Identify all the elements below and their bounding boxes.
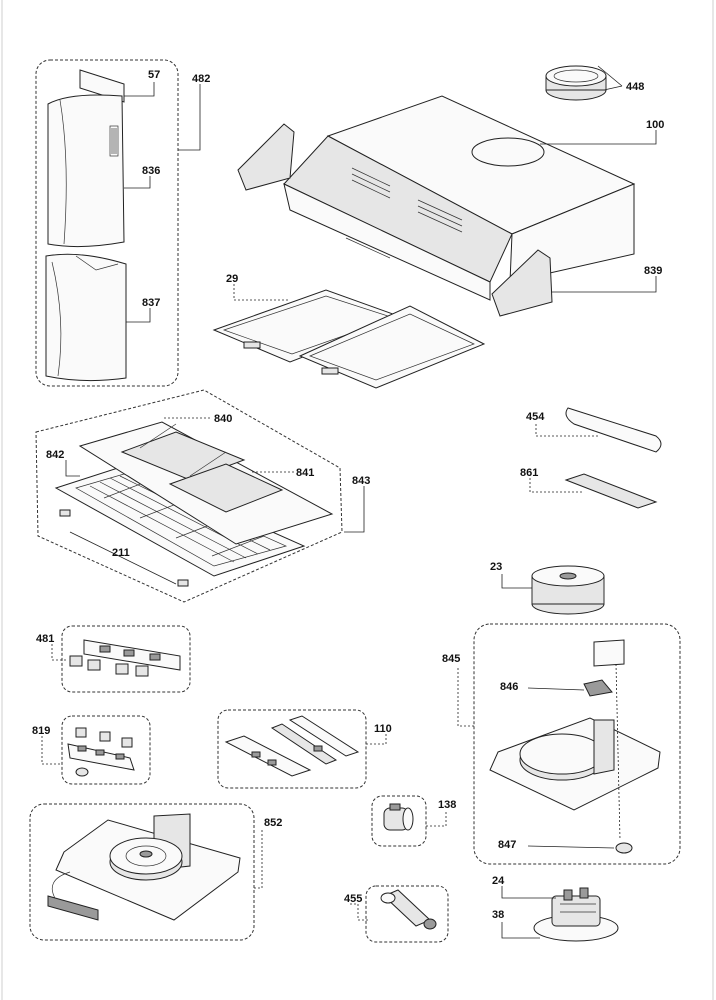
- label-211: 211: [112, 547, 130, 559]
- label-846: 846: [500, 681, 518, 693]
- side-cap-right: [491, 249, 553, 317]
- label-481: 481: [36, 633, 54, 645]
- label-24: 24: [492, 875, 505, 887]
- label-482: 482: [192, 73, 210, 85]
- label-819: 819: [32, 725, 50, 737]
- motor-mount-group: 845 846 847: [442, 623, 681, 865]
- chimney-group: 57 482 836 837: [35, 59, 210, 387]
- bracket-846: [583, 679, 613, 697]
- label-845: 845: [442, 653, 460, 665]
- grease-filters: 29: [212, 273, 486, 389]
- label-847: 847: [498, 839, 516, 851]
- push-button-group: 110: [217, 709, 392, 789]
- label-138: 138: [438, 799, 456, 811]
- hood-grille: [351, 167, 463, 233]
- motor-assembly: 24 38: [492, 875, 619, 942]
- mount-plate: [593, 639, 625, 667]
- label-448: 448: [626, 81, 644, 93]
- lamp-diffuser: 861: [520, 467, 658, 509]
- clip-right: [177, 579, 189, 587]
- label-100: 100: [646, 119, 664, 131]
- label-23: 23: [490, 561, 502, 573]
- label-841: 841: [296, 467, 314, 479]
- label-38: 38: [492, 909, 504, 921]
- label-454: 454: [526, 411, 545, 423]
- label-839: 839: [644, 265, 662, 277]
- label-836: 836: [142, 165, 160, 177]
- capacitor-138: 138: [371, 795, 456, 847]
- label-840: 840: [214, 413, 232, 425]
- lamp-cover: 454: [526, 407, 662, 453]
- label-57: 57: [148, 69, 160, 81]
- terminal-strip: [47, 895, 99, 921]
- label-837: 837: [142, 297, 160, 309]
- side-cap-left: [237, 123, 295, 191]
- label-852: 852: [264, 817, 282, 829]
- bushing-847: [615, 842, 633, 854]
- label-842: 842: [46, 449, 64, 461]
- label-861: 861: [520, 467, 538, 479]
- label-843: 843: [352, 475, 370, 487]
- fan-wheel: 23: [490, 561, 605, 615]
- label-110: 110: [374, 723, 392, 735]
- hood-body: 100 839: [237, 95, 664, 317]
- label-455: 455: [344, 893, 362, 905]
- chimney-vent-slots: [109, 125, 119, 157]
- motor-housing: 852: [29, 803, 282, 941]
- filter-mat-group: 840 842 841 843 211: [35, 389, 370, 603]
- carbon-filter-disc: 448: [545, 65, 644, 101]
- clip-left: [59, 509, 71, 517]
- hood-outlet-opening: [471, 137, 545, 167]
- control-panel-group: 481: [36, 625, 191, 693]
- switch-group: 819: [32, 715, 151, 785]
- lamp-holder: 455: [344, 885, 449, 943]
- label-29: 29: [226, 273, 238, 285]
